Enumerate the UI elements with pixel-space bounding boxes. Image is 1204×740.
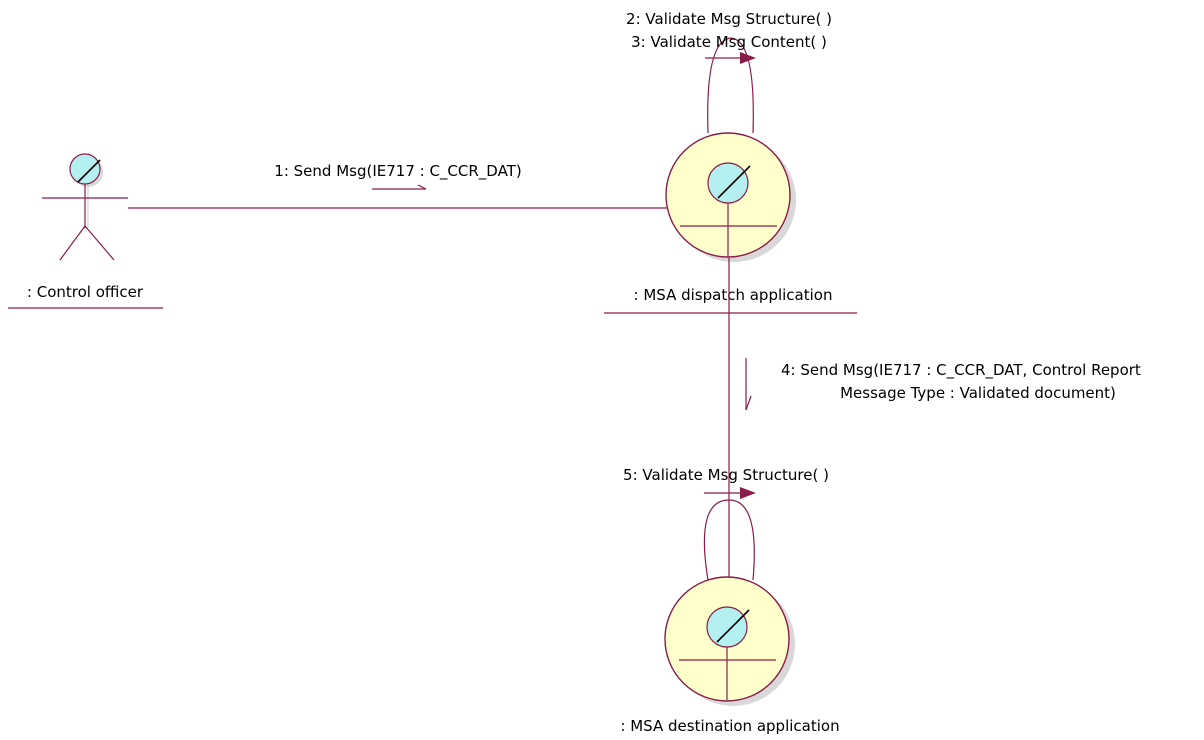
object-head-slash	[717, 165, 751, 199]
message-2-arrowhead	[740, 52, 756, 64]
actor-control-officer[interactable]: : Control officer	[8, 153, 163, 309]
message-1-label: 1: Send Msg(IE717 : C_CCR_DAT)	[274, 162, 521, 181]
object-head-icon	[706, 606, 748, 648]
self-loop-dispatch	[707, 37, 754, 134]
actor-head-icon	[69, 153, 101, 185]
message-4-label-line2: Message Type : Validated document)	[840, 384, 1116, 402]
message-5: 5: Validate Msg Structure( )	[623, 466, 829, 499]
object-msa-dispatch[interactable]: : MSA dispatch application	[604, 132, 857, 314]
object-head-icon	[707, 162, 749, 204]
object-head-slash	[716, 609, 750, 643]
self-loop-destination	[703, 499, 755, 581]
message-5-arrowhead	[740, 487, 756, 499]
object-label: : MSA destination application	[620, 717, 839, 735]
message-4-label-line1: 4: Send Msg(IE717 : C_CCR_DAT, Control R…	[781, 361, 1141, 380]
message-2-label: 2: Validate Msg Structure( )	[626, 10, 832, 28]
actor-label: : Control officer	[27, 283, 144, 301]
message-1: 1: Send Msg(IE717 : C_CCR_DAT)	[274, 162, 522, 190]
message-3-label: 3: Validate Msg Content( )	[631, 33, 827, 51]
message-2-3: 2: Validate Msg Structure( ) 3: Validate…	[626, 10, 832, 64]
object-msa-destination[interactable]: : MSA destination application	[620, 576, 840, 735]
actor-head-slash	[77, 159, 101, 183]
object-label: : MSA dispatch application	[634, 286, 833, 304]
actor-right-leg	[84, 225, 115, 261]
message-4: 4: Send Msg(IE717 : C_CCR_DAT, Control R…	[745, 358, 1141, 411]
actor-left-leg	[59, 225, 86, 261]
message-5-label: 5: Validate Msg Structure( )	[623, 466, 829, 484]
